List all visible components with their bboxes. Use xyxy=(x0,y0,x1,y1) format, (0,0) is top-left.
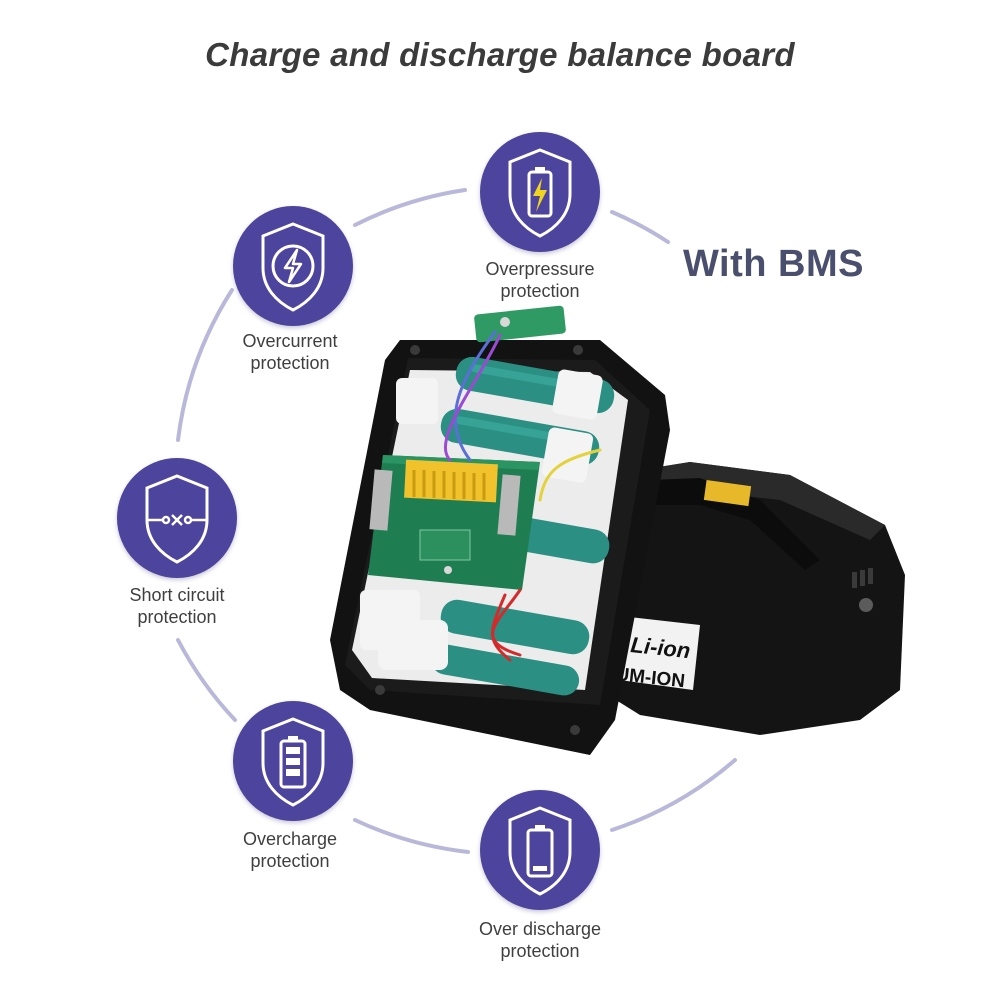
over-discharge-protection-icon xyxy=(480,790,600,910)
short-circuit-protection-icon xyxy=(117,458,237,578)
overcurrent-protection-icon xyxy=(233,206,353,326)
top-pcb xyxy=(474,305,566,343)
bms-board xyxy=(368,455,540,590)
overcharge-protection-icon xyxy=(233,701,353,821)
battery-bolt-shield-icon xyxy=(508,148,572,238)
svg-text:Li-ion: Li-ion xyxy=(629,632,691,663)
over-discharge-protection-label: Over discharge protection xyxy=(478,919,602,961)
with-bms-badge: With BMS xyxy=(683,243,864,285)
overcurrent-protection-label: Overcurrent protection xyxy=(242,331,338,373)
lightning-bolt-shield-icon xyxy=(261,222,325,312)
full-battery-shield-icon xyxy=(261,717,325,807)
overpressure-protection-label: Overpressure protection xyxy=(485,259,595,301)
closed-battery-body: Li-ion UM-ION xyxy=(600,462,905,735)
open-battery-housing xyxy=(330,305,670,755)
overpressure-protection-icon xyxy=(480,132,600,252)
page-title: Charge and discharge balance board xyxy=(205,36,795,73)
circuit-break-shield-icon xyxy=(145,474,209,564)
short-circuit-protection-label: Short circuit protection xyxy=(129,585,225,627)
empty-battery-shield-icon xyxy=(508,806,572,896)
overcharge-protection-label: Overcharge protection xyxy=(242,829,338,871)
